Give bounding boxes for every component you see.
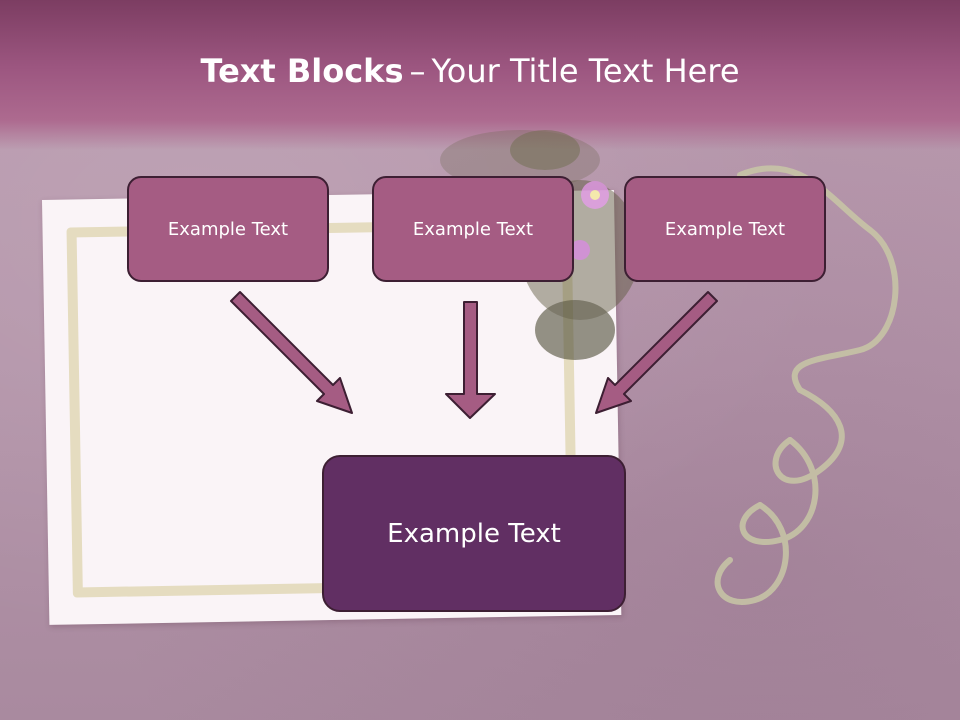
title-bold: Text Blocks — [200, 52, 404, 90]
text-block-3[interactable]: Example Text — [624, 176, 826, 282]
arrow-center — [445, 301, 496, 419]
title-band — [0, 0, 960, 150]
title-dash: – — [409, 52, 426, 90]
title-rest: Your Title Text Here — [431, 52, 740, 90]
main-text-block[interactable]: Example Text — [322, 455, 626, 612]
text-block-1[interactable]: Example Text — [127, 176, 329, 282]
page-title: Text Blocks–Your Title Text Here — [0, 52, 940, 90]
arrow-right — [595, 291, 718, 414]
text-block-2[interactable]: Example Text — [372, 176, 574, 282]
arrow-left — [230, 291, 353, 414]
